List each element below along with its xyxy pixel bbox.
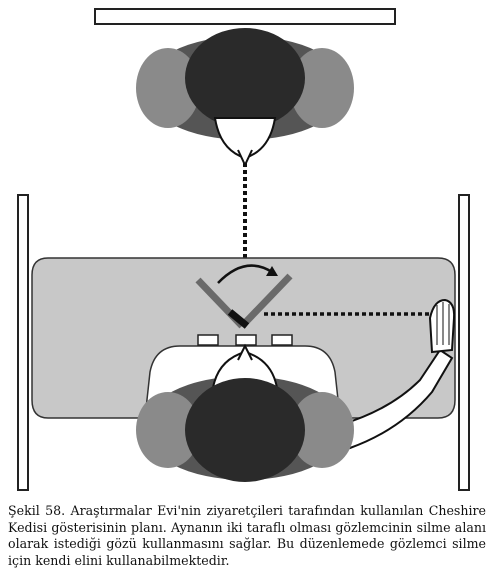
side-mirror-right	[458, 194, 470, 491]
top-mirror-panel	[94, 8, 396, 25]
side-mirror-left	[17, 194, 29, 491]
figure-caption: Şekil 58. Araştırmalar Evi'nin ziyaretçi…	[8, 503, 486, 569]
rotation-arrow-icon	[217, 264, 278, 284]
caption-text: Araştırmalar Evi'nin ziyaretçileri taraf…	[8, 503, 490, 568]
waving-hand	[338, 298, 456, 450]
cheshire-cat-setup-diagram	[17, 8, 470, 491]
eye-slots	[197, 334, 293, 346]
observer-head	[136, 28, 354, 168]
double-sided-mirror	[195, 273, 293, 329]
caption-label: Şekil 58.	[8, 503, 66, 518]
subject-head	[136, 343, 354, 482]
